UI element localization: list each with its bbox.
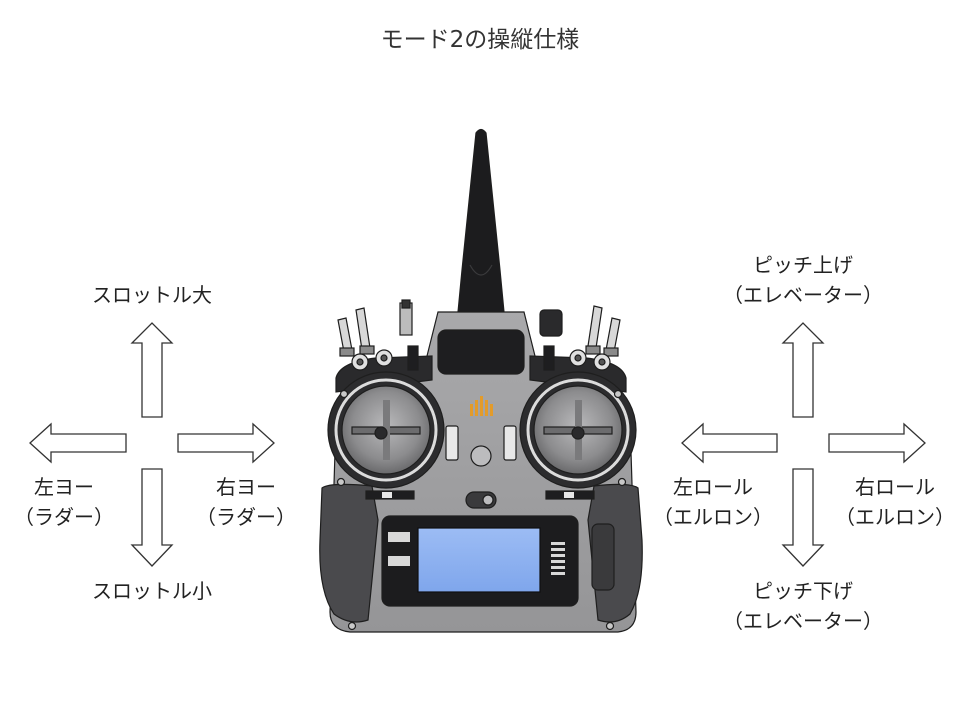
brand-logo bbox=[470, 396, 493, 416]
scroll-wheel-bars bbox=[551, 542, 565, 575]
right-switches bbox=[539, 305, 621, 357]
lcd-screen bbox=[417, 527, 541, 593]
left-stick-arrows bbox=[29, 322, 275, 567]
label-pitch-down: ピッチ下げ （エレベーター） bbox=[723, 579, 883, 633]
left-switches bbox=[337, 299, 413, 357]
center-controls bbox=[445, 425, 517, 509]
top-buttons bbox=[351, 349, 611, 371]
yaw-right-arrow bbox=[177, 422, 275, 464]
throttle-up-arrow bbox=[130, 322, 174, 418]
label-throttle-up: スロットル大 bbox=[92, 283, 212, 307]
antenna bbox=[457, 128, 505, 313]
label-yaw-right: 右ヨー （ラダー） bbox=[196, 475, 296, 529]
transmitter bbox=[319, 128, 643, 633]
left-grip bbox=[319, 483, 379, 623]
left-stick bbox=[374, 426, 388, 440]
label-roll-left: 左ロール （エルロン） bbox=[653, 475, 773, 529]
right-stick-arrows bbox=[681, 322, 926, 567]
label-throttle-down: スロットル小 bbox=[92, 579, 212, 603]
pitch-down-arrow bbox=[781, 468, 825, 567]
roll-left-arrow bbox=[681, 422, 778, 464]
right-gimbal bbox=[519, 371, 637, 489]
label-roll-right: 右ロール （エルロン） bbox=[835, 475, 955, 529]
right-stick bbox=[571, 426, 585, 440]
top-display bbox=[437, 329, 525, 375]
roll-right-arrow bbox=[828, 422, 926, 464]
pitch-up-arrow bbox=[781, 322, 825, 418]
left-gimbal bbox=[327, 371, 445, 489]
yaw-left-arrow bbox=[29, 422, 127, 464]
throttle-down-arrow bbox=[130, 468, 174, 567]
label-yaw-left: 左ヨー （ラダー） bbox=[14, 475, 114, 529]
label-pitch-up: ピッチ上げ （エレベーター） bbox=[723, 253, 883, 307]
page-title: モード2の操縦仕様 bbox=[380, 27, 580, 53]
roller-wheel bbox=[591, 523, 615, 591]
